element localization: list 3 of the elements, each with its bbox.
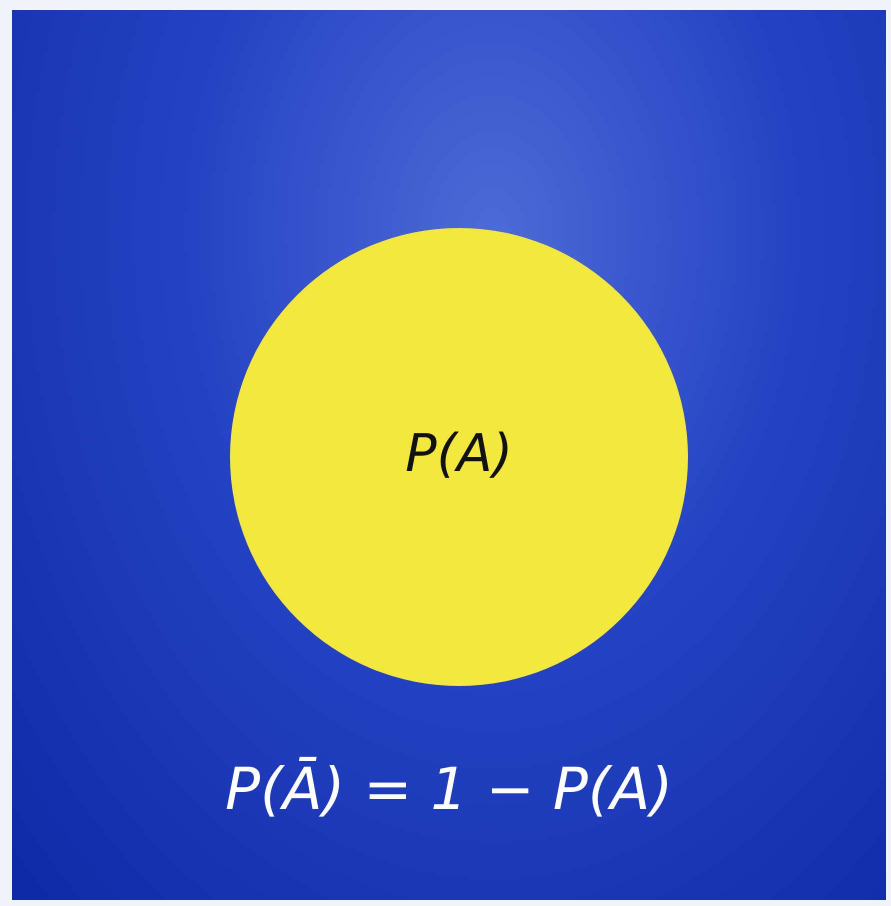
background-panel bbox=[12, 10, 886, 900]
formula-text: P(A) bbox=[404, 424, 514, 484]
formula-text: P(Ā) = 1 − P(A) bbox=[224, 755, 674, 823]
